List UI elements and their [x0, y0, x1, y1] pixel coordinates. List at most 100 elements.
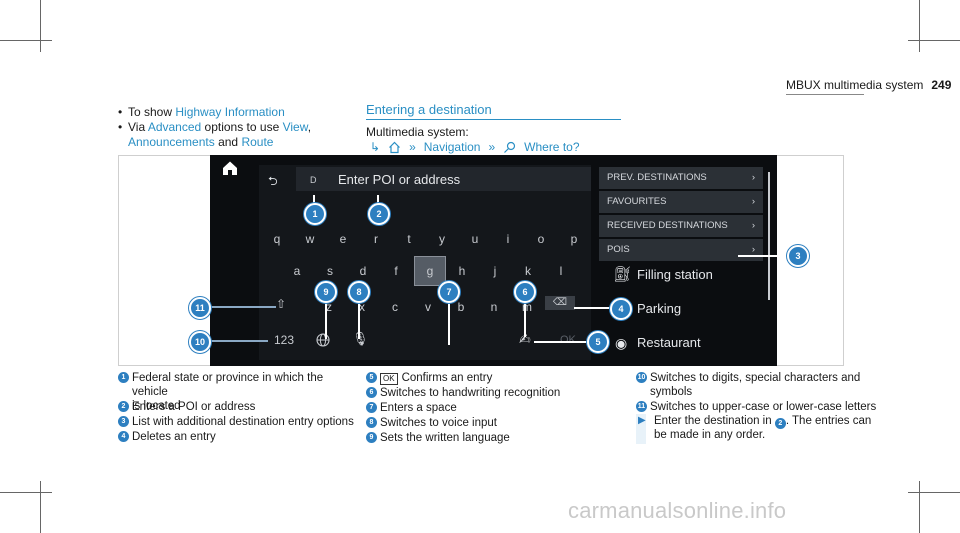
bullet-item: To show Highway Information — [118, 105, 338, 120]
ok-key-icon: OK — [380, 373, 398, 385]
home-icon[interactable] — [222, 160, 238, 176]
note: ▶ Enter the destination in 2. The entrie… — [638, 415, 872, 441]
callout-line — [358, 299, 360, 339]
callout-11: 11 — [189, 297, 211, 319]
destination-options-list: PREV. DESTINATIONS› FAVOURITES› RECEIVED… — [599, 163, 767, 361]
key-w[interactable]: w — [305, 232, 315, 246]
step-arrow-icon: ↳ — [370, 140, 381, 154]
callout-line — [325, 299, 327, 339]
link-advanced[interactable]: Advanced — [147, 120, 202, 134]
list-item-favourites[interactable]: FAVOURITES› — [599, 191, 763, 213]
key-c[interactable]: c — [392, 300, 398, 314]
shift-icon[interactable]: ⇧ — [276, 297, 287, 311]
key-f[interactable]: f — [394, 264, 398, 278]
list-item-pois[interactable]: POIS› — [599, 239, 763, 261]
chevron-right-icon: › — [751, 220, 755, 231]
key-z[interactable]: z — [326, 300, 332, 314]
key-h[interactable]: h — [458, 264, 466, 278]
header-title: MBUX multimedia system — [786, 78, 924, 92]
double-chevron-icon: » — [409, 140, 416, 154]
crop-mark — [0, 40, 52, 41]
section-title: Entering a destination — [366, 102, 621, 120]
key-g[interactable]: g — [414, 256, 446, 286]
state-indicator: D — [310, 175, 317, 185]
key-y[interactable]: y — [439, 232, 445, 246]
key-x[interactable]: x — [359, 300, 365, 314]
key-t[interactable]: t — [407, 232, 411, 246]
key-a[interactable]: a — [293, 264, 301, 278]
watermark: carmanualsonline.info — [568, 498, 787, 523]
key-s[interactable]: s — [327, 264, 333, 278]
digits-button[interactable]: 123 — [274, 333, 295, 347]
key-r[interactable]: r — [374, 232, 378, 246]
handwriting-icon[interactable]: ✍︎ — [519, 331, 531, 347]
note-bar — [636, 414, 646, 444]
key-k[interactable]: k — [525, 264, 531, 278]
key-b[interactable]: b — [457, 300, 465, 314]
back-arrow-icon[interactable]: ⮌ — [268, 174, 278, 188]
list-item-prev-destinations[interactable]: PREV. DESTINATIONS› — [599, 167, 763, 189]
crop-mark — [0, 492, 52, 493]
search-icon — [504, 141, 516, 153]
backspace-icon[interactable]: ⌫ — [545, 296, 575, 310]
callout-line — [210, 306, 276, 308]
link-view[interactable]: View — [282, 120, 308, 134]
input-placeholder: Enter POI or address — [338, 172, 461, 187]
key-m[interactable]: m — [522, 300, 532, 314]
destination-input[interactable] — [296, 167, 591, 191]
ok-button[interactable]: OK — [560, 334, 576, 346]
poi-parking[interactable]: Parking — [637, 301, 682, 316]
key-o[interactable]: o — [537, 232, 545, 246]
callout-7: 7 — [438, 281, 460, 303]
key-i[interactable]: i — [506, 232, 510, 246]
home-icon — [389, 141, 400, 153]
link-announcements[interactable]: Announcements — [128, 135, 215, 149]
bullet-item: Via Advanced options to use View, Announ… — [118, 120, 338, 150]
callout-line — [534, 341, 588, 343]
callout-line — [524, 299, 526, 337]
system-label: Multimedia system: — [366, 125, 469, 139]
crop-mark — [40, 0, 41, 52]
scrollbar[interactable] — [768, 172, 770, 300]
key-v[interactable]: v — [425, 300, 431, 314]
bullet-list: To show Highway Information Via Advanced… — [118, 105, 338, 150]
link-route[interactable]: Route — [241, 135, 274, 149]
callout-8: 8 — [348, 281, 370, 303]
key-n[interactable]: n — [490, 300, 498, 314]
callout-5: 5 — [587, 331, 609, 353]
play-arrow-icon: ▶ — [638, 415, 646, 426]
key-l[interactable]: l — [559, 264, 563, 278]
path-navigation: Navigation — [423, 140, 481, 154]
crop-mark — [919, 0, 920, 52]
double-chevron-icon: » — [488, 140, 496, 154]
microphone-icon[interactable]: 🎙︎ — [352, 331, 369, 346]
poi-filling-station[interactable]: ⛽︎Filling station — [599, 260, 763, 290]
globe-icon[interactable] — [316, 333, 330, 347]
key-q[interactable]: q — [273, 232, 281, 246]
callout-line — [313, 195, 315, 205]
crop-mark — [919, 481, 920, 533]
callout-line — [738, 255, 790, 257]
key-j[interactable]: j — [493, 264, 497, 278]
link-highway-information[interactable]: Highway Information — [175, 105, 285, 119]
poi-restaurant[interactable]: ◉Restaurant — [599, 328, 763, 358]
key-d[interactable]: d — [359, 264, 367, 278]
list-item-received-destinations[interactable]: RECEIVED DESTINATIONS› — [599, 215, 763, 237]
header-rule — [786, 94, 864, 95]
nav-path: ↳ » Navigation » Where to? — [370, 140, 580, 154]
key-e[interactable]: e — [339, 232, 347, 246]
key-p[interactable]: p — [570, 232, 578, 246]
key-u[interactable]: u — [471, 232, 479, 246]
callout-line — [448, 299, 450, 345]
crop-mark — [908, 40, 960, 41]
callout-10: 10 — [189, 331, 211, 353]
callout-9: 9 — [315, 281, 337, 303]
